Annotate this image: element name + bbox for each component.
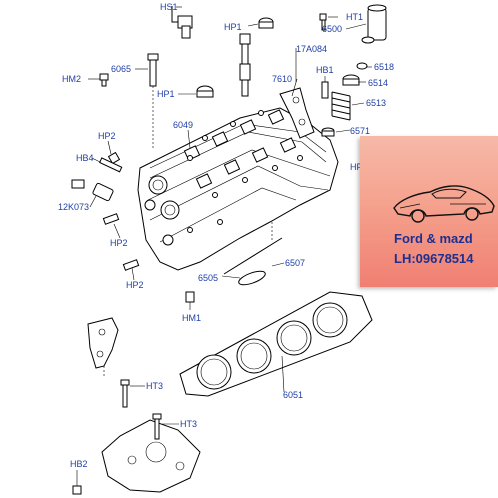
label-6513: 6513 <box>366 98 386 108</box>
label-6500: 6500 <box>322 24 342 34</box>
part-6065-bolt <box>147 53 159 148</box>
label-6049: 6049 <box>173 120 193 130</box>
part-hp2-plug-c <box>122 259 140 271</box>
part-hp1-plug-mid <box>196 85 214 98</box>
part-6514-retainer <box>342 74 360 86</box>
part-6505-valve <box>223 237 283 286</box>
part-mount-bracket <box>101 419 201 493</box>
label-hb2: HB2 <box>70 459 88 469</box>
part-7610-bracket <box>279 87 315 139</box>
part-hp1-plug-top <box>258 17 274 29</box>
part-ht3-bolt-a <box>120 379 130 408</box>
part-6500-tappet <box>361 4 387 44</box>
label-hs1: HS1 <box>160 2 178 12</box>
label-12k073: 12K073 <box>58 202 89 212</box>
part-ht3-bolt-b <box>152 413 162 440</box>
cylinder-head <box>137 107 339 271</box>
label-hb4: HB4 <box>76 153 94 163</box>
part-6518-keeper <box>356 62 368 70</box>
part-hp2-plug-a <box>107 151 121 165</box>
label-hp-cut: HP <box>350 162 363 172</box>
part-6051-head-gasket <box>179 291 373 397</box>
sports-car-icon <box>393 185 495 223</box>
part-spark-plug-tube <box>239 33 251 97</box>
label-hp1-mid: HP1 <box>157 89 175 99</box>
promo-phone-text: LH:09678514 <box>394 251 474 266</box>
label-ht1: HT1 <box>346 12 363 22</box>
part-ht1-bolt <box>319 13 327 31</box>
part-hm2-bolt <box>99 73 109 87</box>
part-labels: HS1 HP1 HT1 6500 17A084 6518 HM2 6065 HB… <box>58 2 394 469</box>
part-hb2-bolt <box>72 485 82 495</box>
label-hm1: HM1 <box>182 313 201 323</box>
label-6507: 6507 <box>285 258 305 268</box>
part-hs1-sensor <box>171 6 193 39</box>
promo-brand-text: Ford & mazd <box>394 231 473 246</box>
leader-lines <box>76 6 372 486</box>
label-6065: 6065 <box>111 64 131 74</box>
label-7610: 7610 <box>272 74 292 84</box>
label-6514: 6514 <box>368 78 388 88</box>
label-17a084: 17A084 <box>296 44 327 54</box>
label-6505: 6505 <box>198 273 218 283</box>
label-hp1-top: HP1 <box>224 22 242 32</box>
part-6571-seal <box>321 127 335 137</box>
part-lifting-bracket <box>87 317 119 369</box>
label-ht3-a: HT3 <box>146 381 163 391</box>
label-hb1: HB1 <box>316 65 334 75</box>
label-6518: 6518 <box>374 62 394 72</box>
label-hp2-b: HP2 <box>110 238 128 248</box>
label-hm2: HM2 <box>62 74 81 84</box>
part-hb1-bolt <box>321 81 329 99</box>
label-6051: 6051 <box>283 390 303 400</box>
label-ht3-b: HT3 <box>180 419 197 429</box>
part-hb4-bolt <box>99 157 123 173</box>
promo-overlay: Ford & mazd LH:09678514 <box>360 136 498 287</box>
label-hp2-c: HP2 <box>126 280 144 290</box>
part-6513-spring <box>331 91 351 121</box>
part-hm1-plug <box>185 291 195 303</box>
part-hp2-plug-b <box>102 213 120 225</box>
label-hp2-a: HP2 <box>98 131 116 141</box>
label-6571: 6571 <box>350 126 370 136</box>
part-12k073-sensor <box>71 179 114 202</box>
